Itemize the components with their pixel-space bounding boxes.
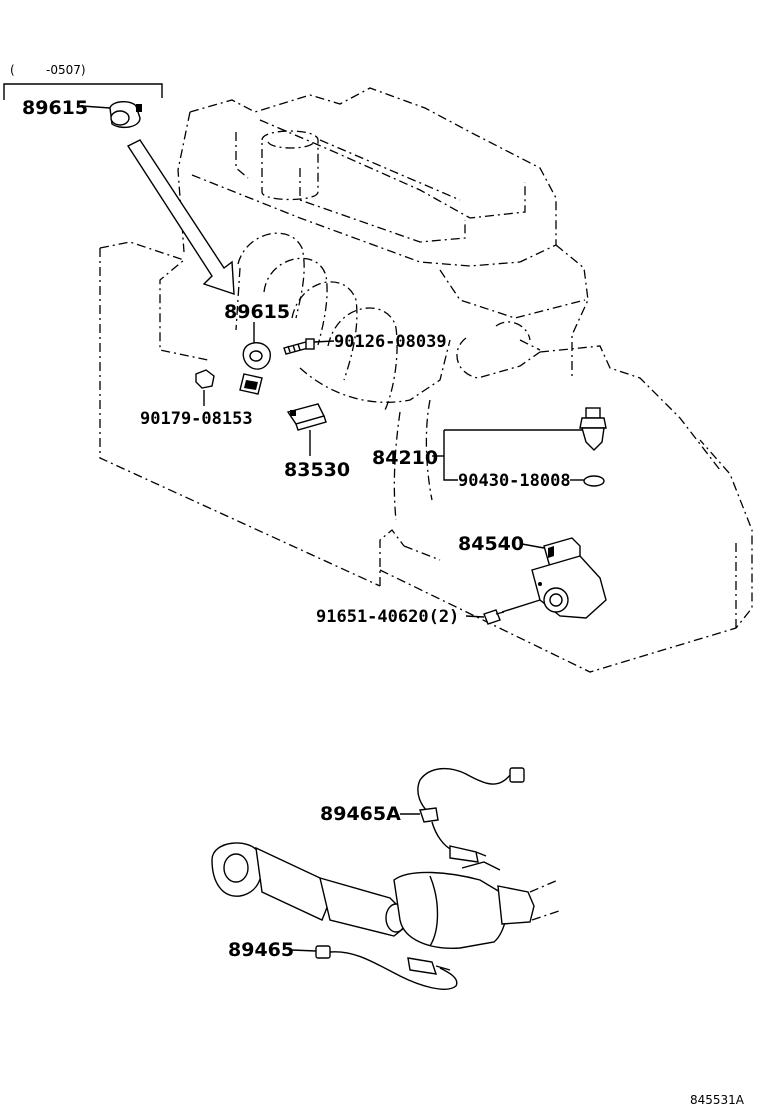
exhaust-pipe xyxy=(211,842,563,949)
callout-89615: 89615 xyxy=(224,301,290,323)
stud-bolt-part xyxy=(283,338,335,355)
callout-89615-inset: 89615 xyxy=(22,97,88,119)
water-temp-sensor-part xyxy=(432,407,607,487)
neutral-start-switch-part xyxy=(501,537,607,619)
figure-id: 845531A xyxy=(690,1093,745,1107)
callout-89465a: 89465A xyxy=(320,803,401,825)
header-note-range: -0507) xyxy=(46,63,86,77)
knock-sensor-inset-part xyxy=(81,101,235,295)
callout-90179-08153: 90179-08153 xyxy=(140,409,253,429)
oil-pressure-switch-part xyxy=(286,403,327,456)
callout-89465: 89465 xyxy=(228,939,294,961)
callout-90430-18008: 90430-18008 xyxy=(458,471,571,491)
nut-part xyxy=(195,369,215,406)
inset-bracket: ( -0507) xyxy=(3,63,163,100)
callout-84210: 84210 xyxy=(372,447,438,469)
oxygen-sensor-upper-part xyxy=(400,767,525,863)
callout-84540: 84540 xyxy=(458,533,524,555)
callout-83530: 83530 xyxy=(284,459,350,481)
engine-outline xyxy=(99,87,753,673)
switch-bolt-part xyxy=(465,609,505,625)
header-note-open: ( xyxy=(10,63,15,77)
callout-91651-40620: 91651-40620(2) xyxy=(316,607,459,627)
oxygen-sensor-lower-part xyxy=(291,945,458,990)
callout-90126-08039: 90126-08039 xyxy=(334,332,447,352)
knock-sensor-part xyxy=(239,322,271,395)
